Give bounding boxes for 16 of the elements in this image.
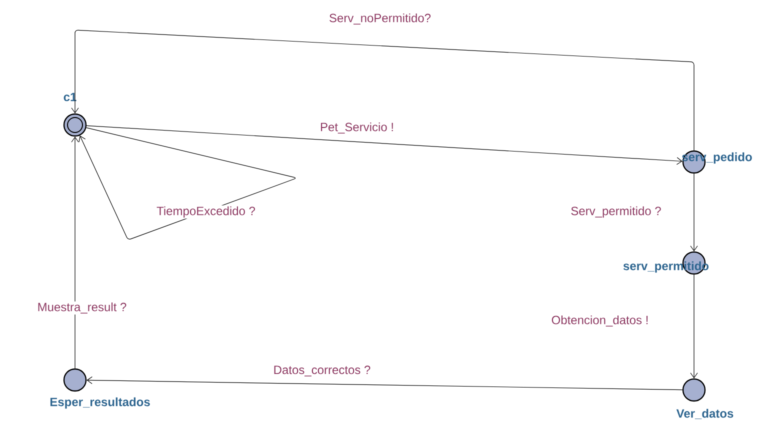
edge-label: Serv_permitido ?: [570, 205, 662, 219]
transition-arrow: [690, 173, 698, 252]
edge-label: Pet_Servicio !: [319, 121, 396, 135]
transition-arrow: [86, 125, 682, 165]
edge-label: Obtencion_datos !: [550, 314, 650, 328]
transition-arrow: [71, 136, 79, 369]
edge-label: Muestra_result ?: [36, 301, 128, 315]
transition-arrow: [71, 30, 694, 151]
transition-arrow: [78, 127, 296, 240]
edge-label: Serv_noPermitido?: [328, 12, 432, 26]
edge-label: Datos_correctos ?: [272, 364, 372, 378]
transition-arrow: [690, 274, 698, 378]
edge-label: TiempoExcedido ?: [156, 205, 256, 219]
state-name: Esper_resultados: [50, 397, 150, 409]
state-name: Ver_datos: [676, 408, 734, 420]
transition-arrow: [86, 376, 683, 390]
